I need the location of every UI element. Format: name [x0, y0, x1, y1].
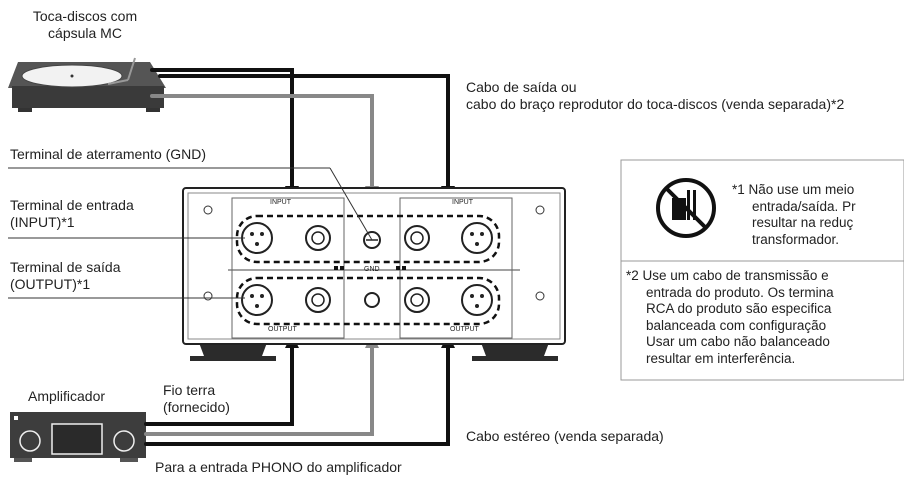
stereo-cables	[144, 344, 450, 446]
ground-wire-label: Fio terra (fornecido)	[163, 382, 230, 415]
turntable-label: Toca-discos com cápsula MC	[32, 8, 138, 41]
phono-input-label: Para a entrada PHONO do amplificador	[155, 459, 402, 475]
no-cable-adapter-icon	[656, 178, 716, 238]
panel-gnd: GND	[364, 266, 380, 273]
panel-input-left: INPUT	[270, 199, 291, 206]
output-terminal-label: Terminal de saída (OUTPUT)*1	[10, 259, 121, 292]
amplifier-icon	[10, 412, 146, 462]
turntable-icon	[8, 57, 166, 112]
transformer-device	[182, 187, 566, 361]
output-cables	[150, 68, 450, 192]
stereo-cable-label: Cabo estéreo (venda separada)	[466, 428, 664, 444]
amplifier-label: Amplificador	[28, 388, 106, 404]
note-1: *1 Não use um meio entrada/saída. Pr res…	[732, 182, 856, 247]
panel-output-left: OUTPUT	[268, 326, 297, 333]
output-cable-label: Cabo de saída ou cabo do braço reproduto…	[466, 79, 845, 112]
panel-output-right: OUTPUT	[450, 326, 479, 333]
gnd-terminal-label: Terminal de aterramento (GND)	[10, 146, 207, 162]
note-2: *2 Use um cabo de transmissão e entrada …	[626, 268, 834, 366]
input-terminal-label: Terminal de entrada (INPUT)*1	[10, 197, 134, 230]
panel-input-right: INPUT	[452, 199, 473, 206]
